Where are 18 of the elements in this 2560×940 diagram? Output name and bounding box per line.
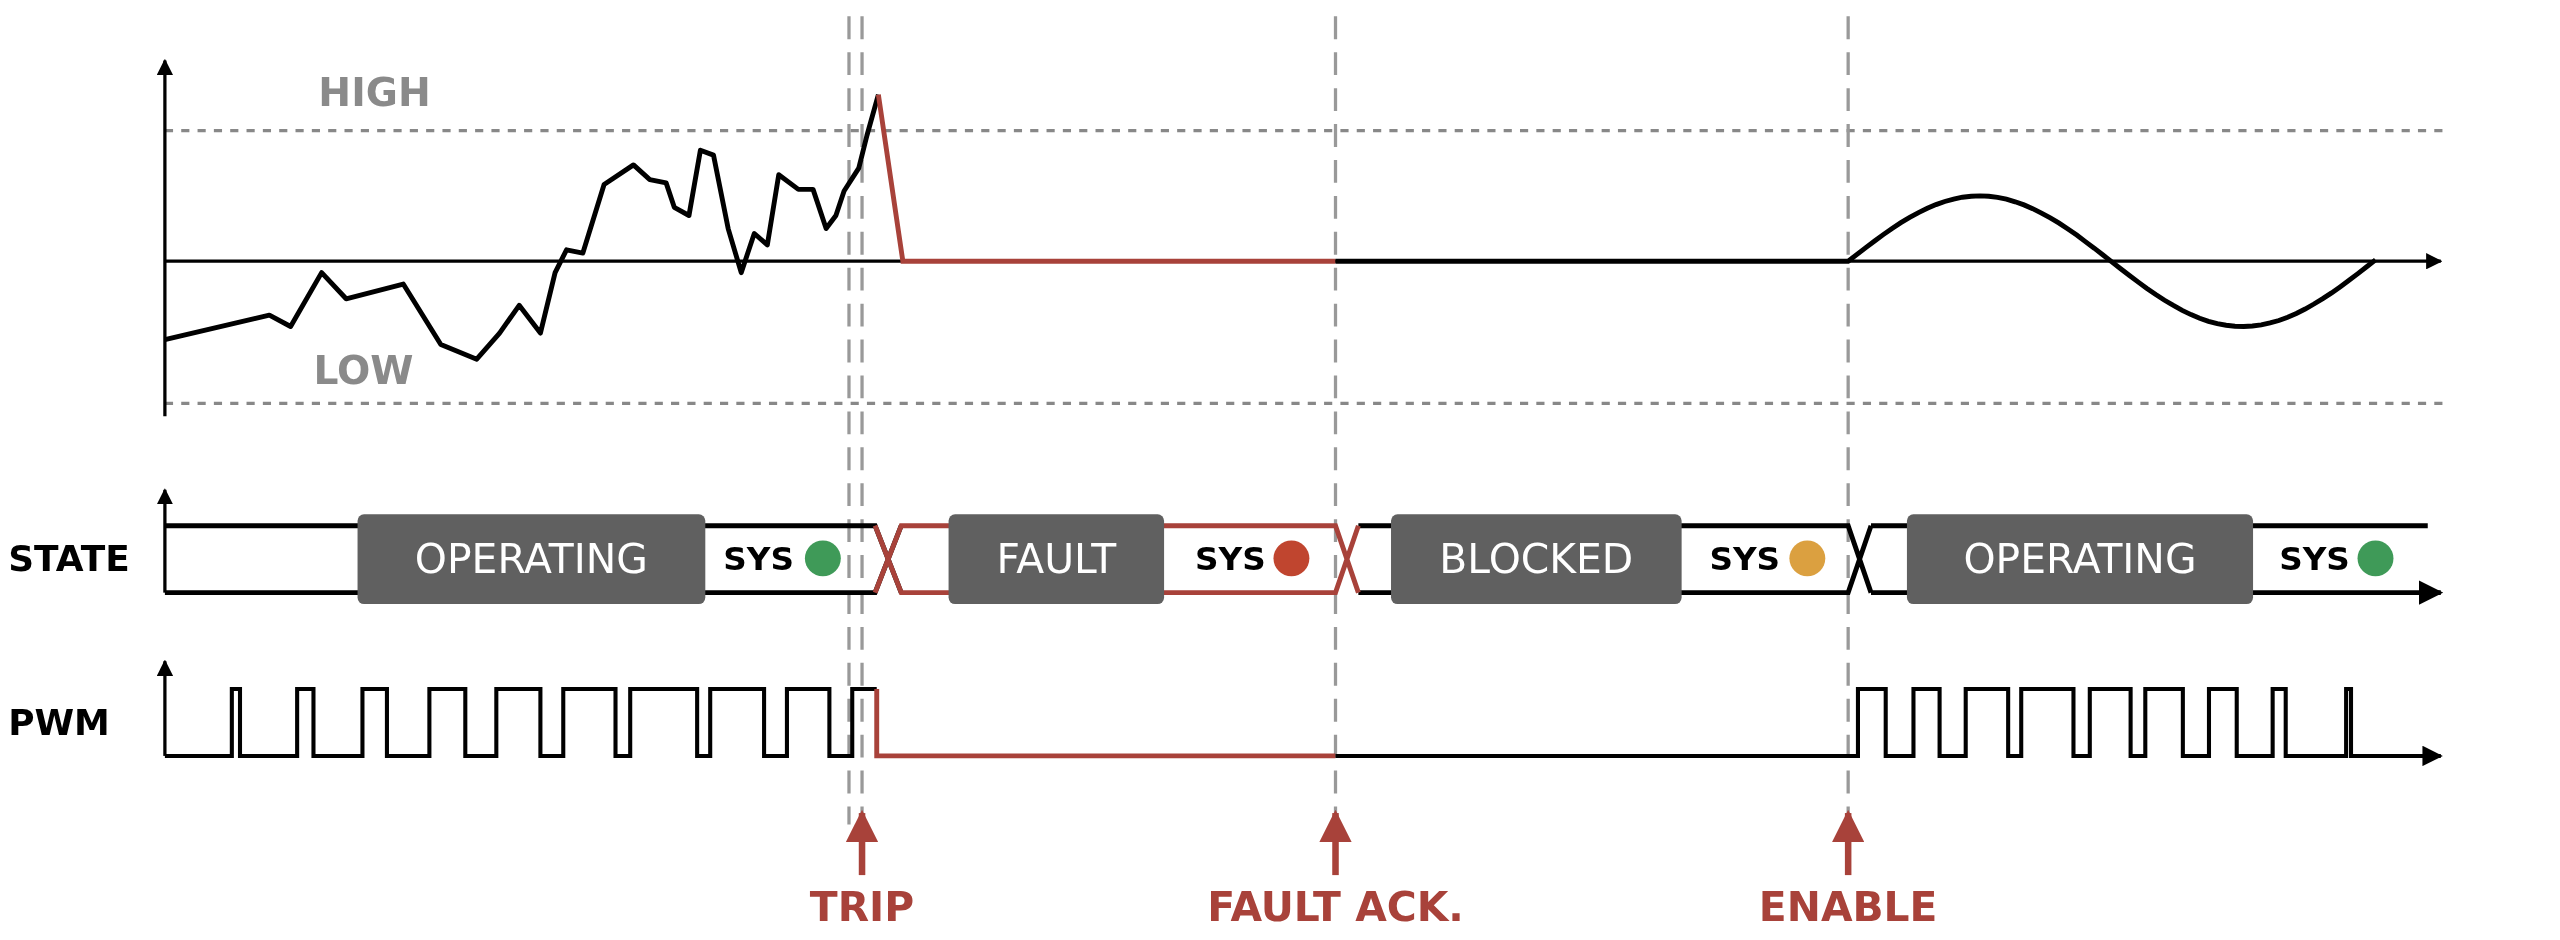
event-label: TRIP xyxy=(809,886,915,928)
state-box: OPERATING xyxy=(1906,514,2254,605)
status-label: SYS xyxy=(2279,542,2350,575)
state-box: OPERATING xyxy=(357,514,706,605)
level-label: LOW xyxy=(313,351,414,391)
event-label: ENABLE xyxy=(1758,886,1938,928)
arrow xyxy=(1831,809,1865,876)
level-label: HIGH xyxy=(318,73,431,113)
status-label: SYS xyxy=(1709,542,1781,575)
arrow xyxy=(1319,809,1352,876)
event-label: FAULT ACK. xyxy=(1207,886,1464,928)
status-label: SYS xyxy=(1195,542,1266,575)
state-box: BLOCKED xyxy=(1391,514,1682,605)
status-label: SYS xyxy=(723,542,794,575)
state-box: FAULT xyxy=(948,514,1165,605)
row-label: PWM xyxy=(8,705,110,742)
row-label: STATE xyxy=(8,542,130,578)
arrow xyxy=(845,809,879,876)
